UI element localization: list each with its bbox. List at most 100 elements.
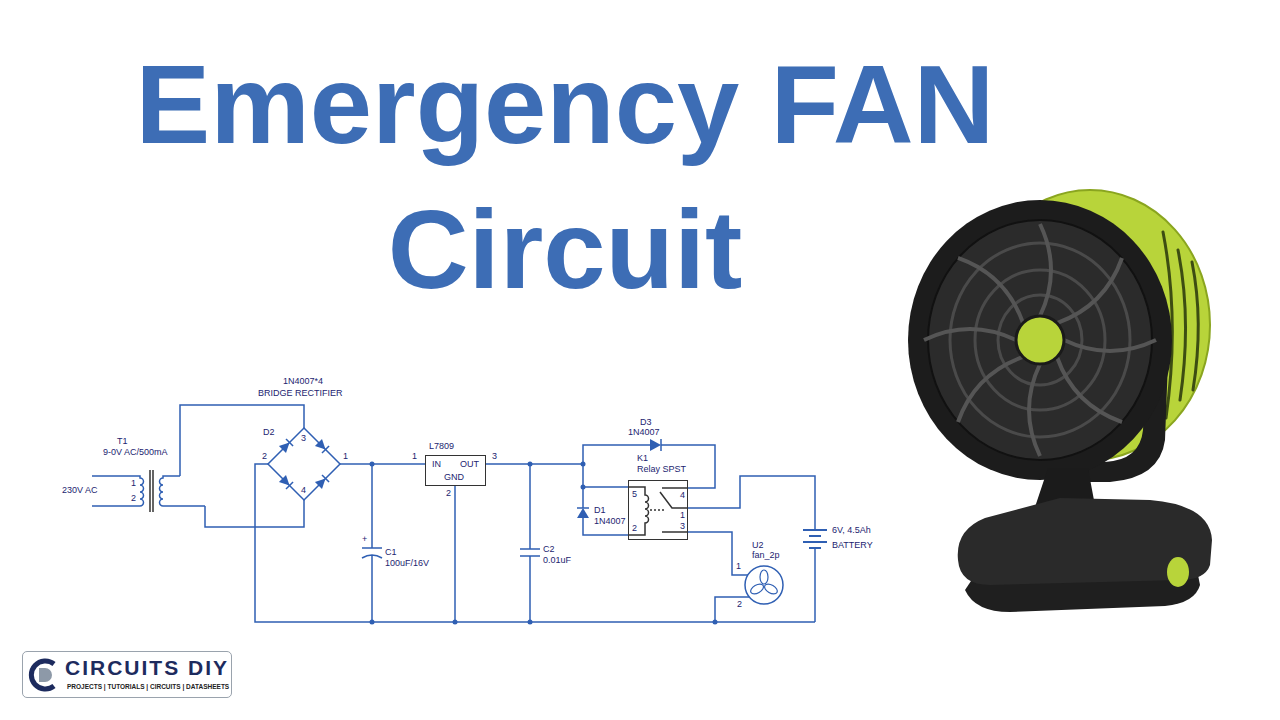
ground-wire <box>255 464 815 622</box>
node-heading: L7809 <box>429 442 454 451</box>
diode-symbols <box>279 439 661 518</box>
relay-switch <box>660 488 688 532</box>
wire <box>688 476 815 530</box>
diode-symbol <box>279 439 293 453</box>
fan-ring <box>908 200 1172 480</box>
fan-hub <box>1016 316 1064 364</box>
schematic-label: D1 <box>594 506 606 515</box>
schematic-label: 3 <box>301 434 306 443</box>
capacitor-symbol <box>520 464 540 622</box>
schematic-label: 2 <box>446 489 451 498</box>
node-text: PROJECTS | TUTORIALS | CIRCUITS | DATASH… <box>67 684 229 691</box>
schematic-label: D3 <box>640 418 652 427</box>
node-text: IN <box>432 460 441 469</box>
junction-dot <box>453 620 458 625</box>
junction-dot <box>713 620 718 625</box>
schematic-label: 4 <box>301 486 306 495</box>
logo-c-mark <box>31 661 54 689</box>
grill-ring <box>975 270 1105 410</box>
fan-blade <box>760 570 768 584</box>
diode-body <box>650 439 661 451</box>
schematic-label: 1 <box>736 562 741 571</box>
grill-spoke <box>1040 224 1051 316</box>
schematic-label: BRIDGE RECTIFIER <box>258 389 343 398</box>
diode-symbol <box>279 475 293 489</box>
logo-icon <box>31 661 54 689</box>
wire-connector <box>486 464 628 487</box>
relay-link <box>650 509 664 511</box>
wire <box>715 597 749 622</box>
grill-ring <box>950 243 1130 437</box>
wire <box>814 548 816 622</box>
schematic-label: C2 <box>543 545 555 554</box>
schematic-label: fan_2p <box>752 551 780 560</box>
fan-blade <box>749 582 765 596</box>
wire <box>688 532 748 575</box>
desk-fan-illustration <box>908 190 1212 612</box>
fan-symbol <box>745 566 783 604</box>
schematic-label: 9-0V AC/500mA <box>103 448 168 457</box>
wire <box>583 445 715 488</box>
fan-grill <box>928 220 1152 460</box>
junction-dot <box>370 620 375 625</box>
clip-button <box>1167 557 1189 587</box>
schematic-label: 1N4007 <box>628 428 660 437</box>
schematic-label: 2 <box>131 494 136 503</box>
node-heading: Relay SPST <box>637 465 686 474</box>
schematic-label: 1 <box>412 452 417 461</box>
transformer-core <box>150 470 153 512</box>
schematic-label: 1 <box>131 479 136 488</box>
capacitor-symbol <box>362 464 382 622</box>
node-text: GND <box>444 473 464 482</box>
diode-bar <box>660 439 662 451</box>
schematic-label: 0.01uF <box>543 556 571 565</box>
diode-body <box>577 508 589 518</box>
schematic-label: 1 <box>343 452 348 461</box>
schematic-label: 3 <box>492 452 497 461</box>
battery-symbol <box>803 530 827 548</box>
schematic-label: 2 <box>262 452 267 461</box>
junction-dots <box>370 462 718 625</box>
relay-coil <box>628 487 649 535</box>
vent <box>1192 262 1198 390</box>
diode-body <box>315 439 329 453</box>
node-text: 3 <box>680 522 685 531</box>
grill-spoke <box>1049 357 1122 430</box>
wire <box>180 405 304 476</box>
diode-bar <box>322 446 329 453</box>
schematic-label: 1N4007*4 <box>283 377 323 386</box>
grill-rings <box>950 243 1130 437</box>
schematic-label: 1N4007 <box>594 517 626 526</box>
diode-symbol <box>315 439 329 453</box>
diode-bar <box>286 482 293 489</box>
transformer-secondary <box>160 476 206 506</box>
node-text: 2 <box>632 524 637 533</box>
junction-dot <box>528 620 533 625</box>
grill-spoke <box>958 250 1031 323</box>
schematic-label: T1 <box>117 437 128 446</box>
wire <box>340 463 425 465</box>
grill-spoke <box>924 329 1016 340</box>
diode-bar <box>322 475 329 482</box>
schematic-label: U2 <box>752 541 764 550</box>
schematic-label: + <box>362 535 367 544</box>
grill-spoke <box>1057 258 1130 331</box>
page-title: Emergency FAN Circuit <box>115 32 1015 322</box>
fan-blades <box>749 570 779 596</box>
grill-spoke <box>950 349 1023 422</box>
grill-spokes <box>924 224 1156 456</box>
grill-ring <box>998 295 1082 385</box>
diode-symbol <box>315 475 329 489</box>
schematic-label: 230V AC <box>62 486 98 495</box>
diode-body <box>279 439 293 453</box>
junction-dot <box>370 462 375 467</box>
diode-bar <box>286 439 293 446</box>
relay-box: K1Relay SPST54123 <box>628 480 688 540</box>
bridge-rectifier-symbol <box>268 428 340 500</box>
schematic-label: 100uF/16V <box>385 559 429 568</box>
grill-spoke <box>1029 364 1040 456</box>
transformer-primary <box>92 476 144 506</box>
grill-spoke <box>1064 340 1156 351</box>
voltage-regulator: L7809INOUTGND <box>425 455 486 486</box>
schematic-label: 6V, 4.5Ah <box>832 526 871 535</box>
